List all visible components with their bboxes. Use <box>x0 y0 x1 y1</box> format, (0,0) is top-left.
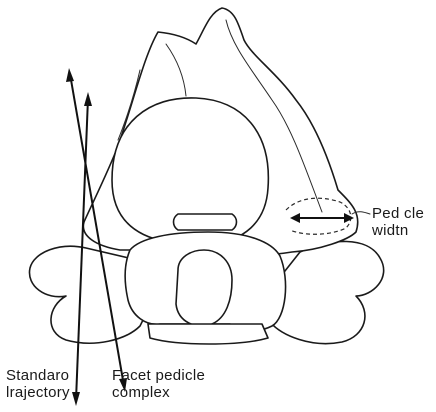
base-plate <box>148 324 268 344</box>
standard-trajectory-label-line2: lrajectory <box>6 384 70 401</box>
pedicle-width-label-line2: widtn <box>372 222 424 239</box>
facet-pedicle-complex-label-line2: complex <box>112 384 205 401</box>
facet-pedicle-complex-label-line1: Facet pedicle <box>112 367 205 384</box>
odontoid-process <box>176 250 232 326</box>
pedicle-width-label-line1: Ped cle <box>372 205 424 222</box>
pedicle-width-label: Ped cle widtn <box>372 205 424 239</box>
facet-pedicle-complex-label: Facet pedicle complex <box>112 367 205 401</box>
standard-trajectory-label-line1: Standaro <box>6 367 70 384</box>
body-notch <box>174 214 237 230</box>
standard-trajectory-label: Standaro lrajectory <box>6 367 70 401</box>
